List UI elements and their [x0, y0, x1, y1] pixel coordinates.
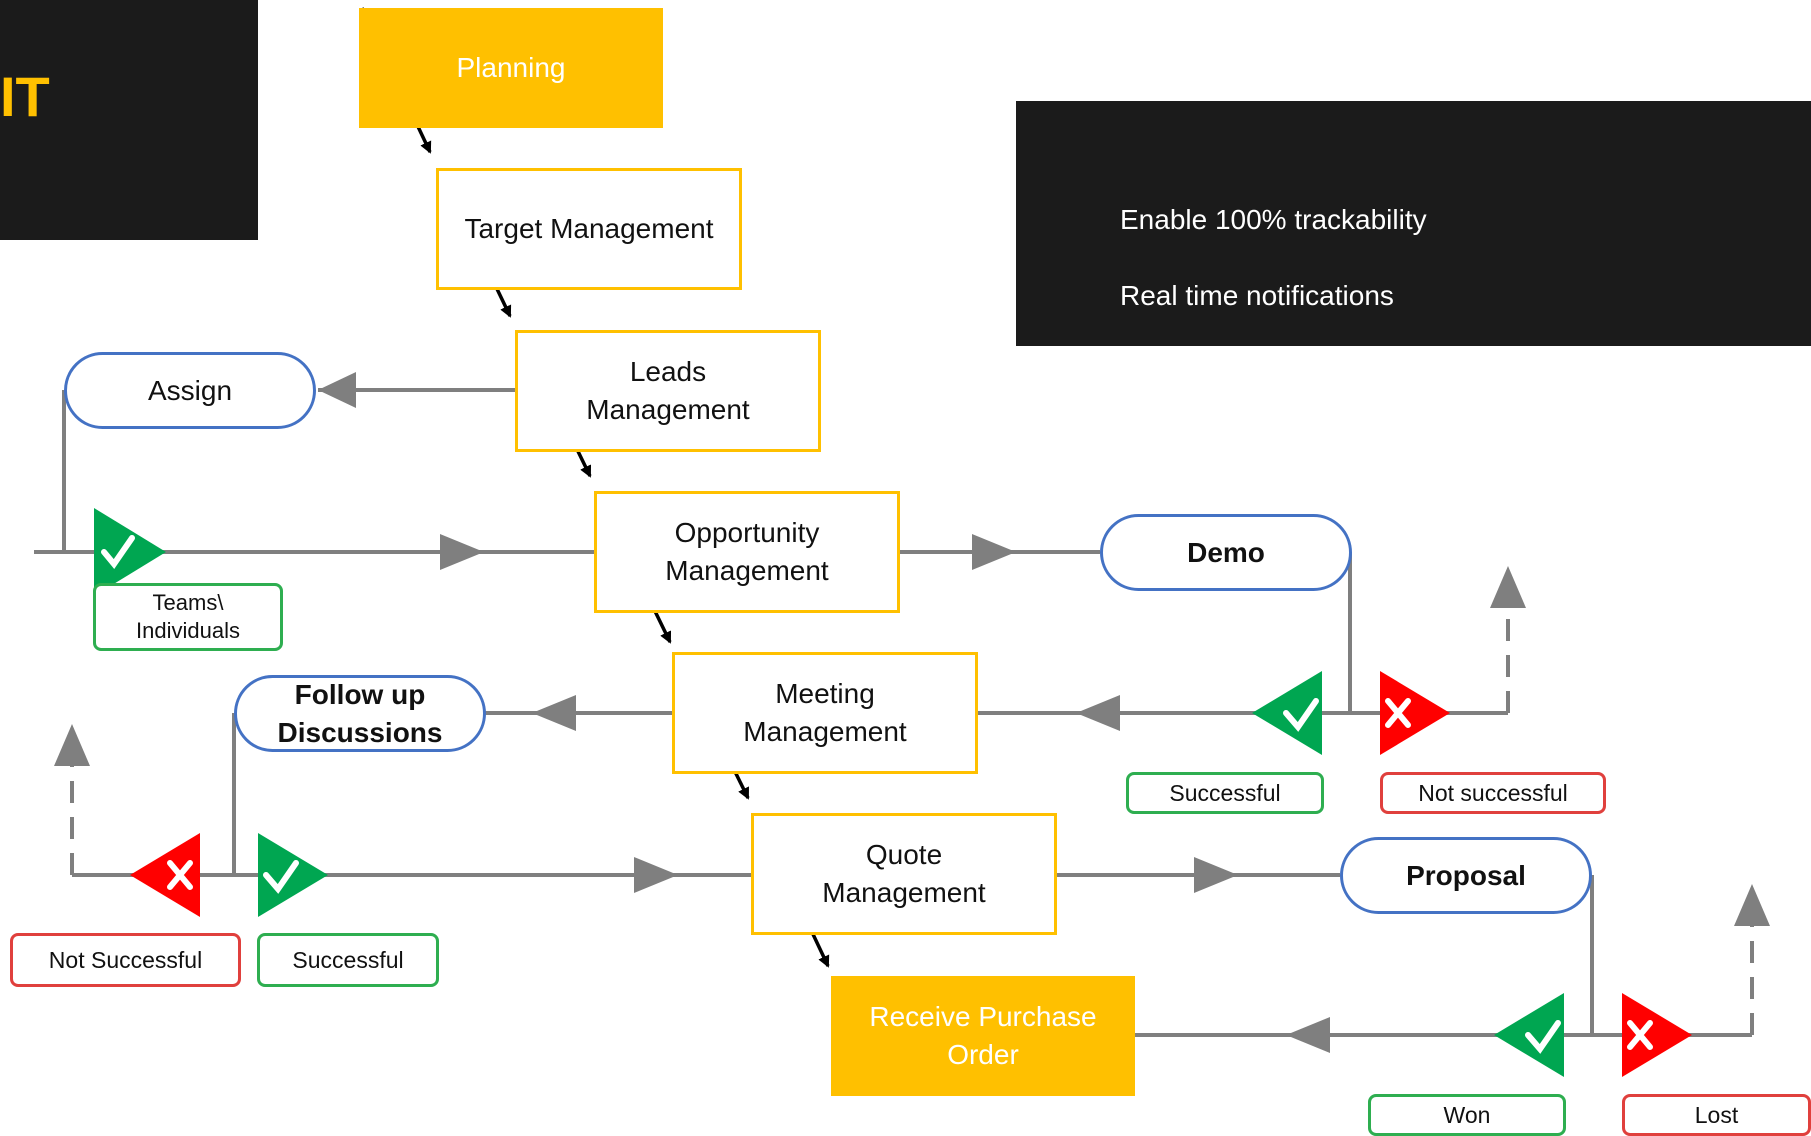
label-follow-successful: Successful [257, 933, 439, 987]
check-icon [1252, 671, 1322, 755]
benefits-list: Enable 100% trackability Real time notif… [1120, 163, 1427, 505]
benefit-item: Real time notifications [1120, 280, 1394, 311]
step-receive-purchase-order[interactable]: Receive Purchase Order [831, 976, 1135, 1096]
step-leads-management[interactable]: Leads Management [515, 330, 821, 452]
arrowhead-up-lost [1734, 884, 1770, 926]
benefits-panel: Enable 100% trackability Real time notif… [1016, 101, 1811, 463]
arrowhead-right-proposal [1194, 857, 1238, 893]
pill-demo[interactable]: Demo [1100, 514, 1352, 591]
label-demo-not-successful: Not successful [1380, 772, 1606, 814]
check-icon [94, 508, 166, 596]
arrowhead-left-po [1286, 1017, 1330, 1053]
label-demo-successful: Successful [1126, 772, 1324, 814]
cross-icon [1622, 993, 1692, 1077]
check-icon [1494, 993, 1564, 1077]
arrowhead-right-demo [972, 534, 1016, 570]
pill-assign[interactable]: Assign [64, 352, 316, 429]
pill-follow-up-discussions[interactable]: Follow up Discussions [234, 675, 486, 752]
arrowhead-right-quote [634, 857, 678, 893]
benefit-item: Unlock AI & Analytics [1120, 432, 1384, 463]
label-teams-individuals: Teams\ Individuals [93, 583, 283, 651]
step-target-management[interactable]: Target Management [436, 168, 742, 290]
arrowhead-up-demo-fail [1490, 566, 1526, 608]
cross-icon [1380, 671, 1450, 755]
step-quote-management[interactable]: Quote Management [751, 813, 1057, 935]
title-text-fragment: IT [0, 65, 50, 128]
label-won: Won [1368, 1094, 1566, 1136]
label-lost: Lost [1622, 1094, 1811, 1136]
check-icon [258, 833, 328, 917]
step-opportunity-management[interactable]: Opportunity Management [594, 491, 900, 613]
title-panel: IT [0, 0, 258, 240]
arrowhead-left-assign [318, 372, 356, 408]
step-planning[interactable]: Planning [359, 8, 663, 128]
cross-icon [130, 833, 200, 917]
benefit-item: Enable 100% trackability [1120, 204, 1427, 235]
arrowhead-up-follow-fail [54, 724, 90, 766]
arrowhead-left-meeting [1076, 695, 1120, 731]
arrowhead-left-follow [532, 695, 576, 731]
benefit-item: History [1120, 356, 1208, 387]
pill-proposal[interactable]: Proposal [1340, 837, 1592, 914]
arrowhead-right-opportunity [440, 534, 484, 570]
step-meeting-management[interactable]: Meeting Management [672, 652, 978, 774]
label-follow-not-successful: Not Successful [10, 933, 241, 987]
